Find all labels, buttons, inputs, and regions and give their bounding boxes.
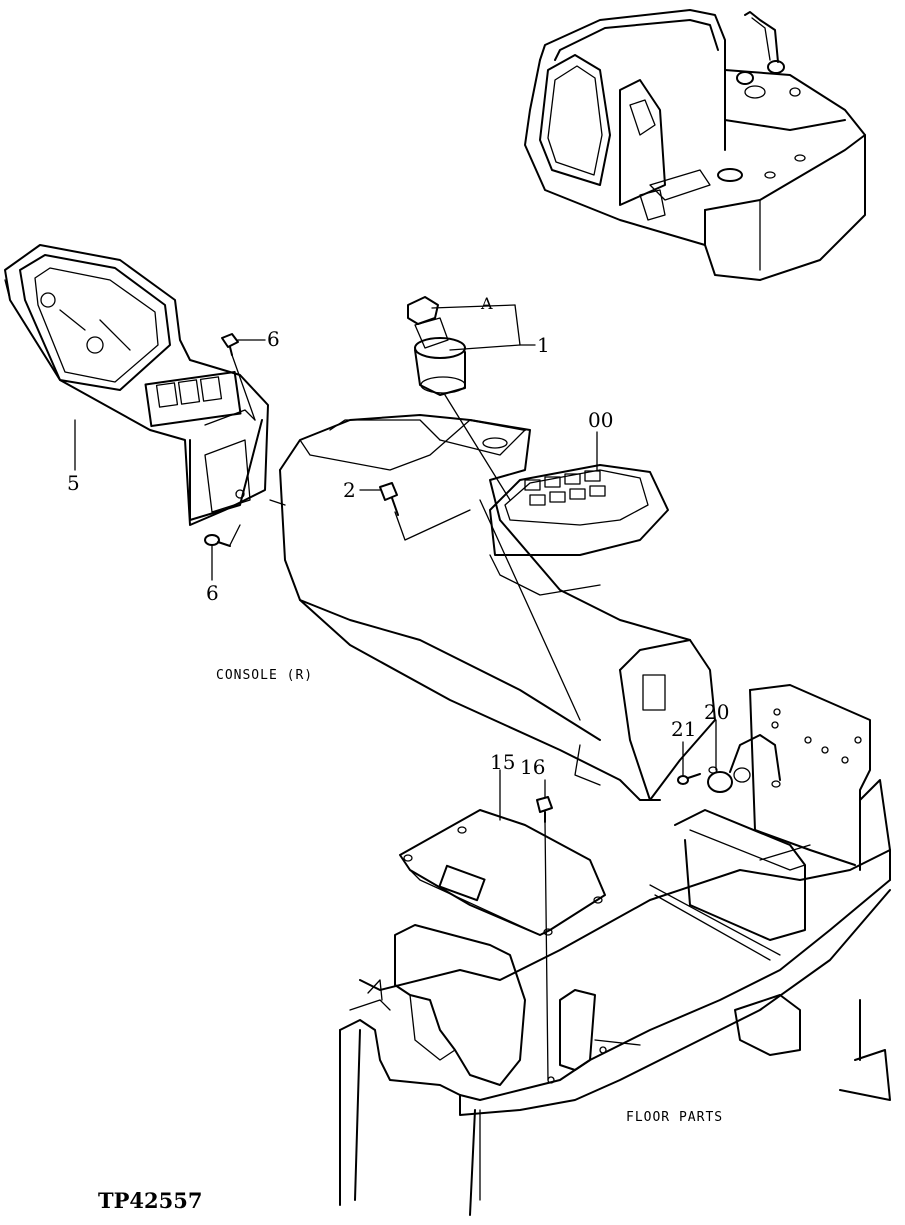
- callout-part-16: 16: [520, 755, 546, 779]
- screw-part-16: [536, 796, 553, 823]
- callout-part-6-bottom: 6: [206, 581, 219, 605]
- callout-part-15: 15: [490, 750, 516, 774]
- callout-part-6-top: 6: [267, 327, 280, 351]
- controller-part-15: [399, 809, 606, 936]
- callout-part-20: 20: [704, 700, 730, 724]
- callout-part-2: 2: [343, 478, 356, 502]
- reference-code: TP42557: [98, 1188, 203, 1213]
- screw-part-2: [379, 482, 399, 516]
- screw-part-6-bottom: [204, 534, 231, 547]
- switch-panel-part-00: [489, 464, 669, 596]
- floor-parts: [339, 684, 891, 1216]
- callout-part-1: 1: [537, 333, 550, 357]
- callout-part-21: 21: [671, 717, 697, 741]
- console-right-body: [279, 414, 716, 801]
- callout-part-5: 5: [67, 471, 80, 495]
- screw-part-21: [677, 773, 701, 785]
- caption-console: CONSOLE (R): [216, 668, 314, 683]
- caption-floor-parts: FLOOR PARTS: [626, 1110, 724, 1125]
- key-switch-part-1: [407, 296, 466, 396]
- screw-part-6-top: [221, 333, 239, 356]
- buzzer-part-20: [707, 734, 781, 793]
- excavator-overview: [524, 9, 866, 281]
- callout-A: A: [481, 294, 493, 313]
- leader-lines: [74, 304, 717, 1081]
- monitor-console-part-5: [4, 244, 269, 526]
- callout-part-00: 00: [588, 408, 614, 432]
